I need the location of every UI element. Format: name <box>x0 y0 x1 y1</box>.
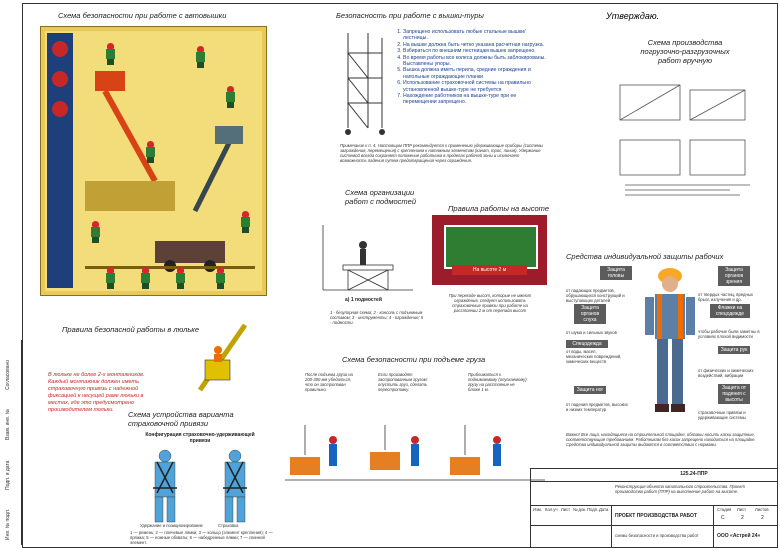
ppe-item-title: Спецодежда <box>566 340 608 348</box>
ppe-item-title: Защита головы <box>600 266 632 280</box>
tower-rules-list: Запрещено использовать любые стальные вы… <box>393 29 548 106</box>
tower-rule: На вышке должна быть четко указана расче… <box>403 42 548 48</box>
ppe-note: Важно! Все лица, находящиеся на строител… <box>566 432 756 447</box>
height-rules-title: Правила работы на высоте <box>448 204 550 213</box>
height-rules-text: При переходе высот, которые не имеют огр… <box>448 293 532 313</box>
lifting-step: Приближаться к поднимаемому (опускаемому… <box>468 372 527 392</box>
tower-note: Примечание к п. 4. Настоящим ППР рекомен… <box>340 143 543 163</box>
height-rules-illustration: На высоте 2 м <box>432 215 547 285</box>
ppe-item-title: Флажки на спецодежде <box>710 304 750 318</box>
doc-title: ПРОЕКТ ПРОИЗВОДСТВА РАБОТ <box>615 513 698 519</box>
autotower-illustration <box>47 33 255 288</box>
ppe-title: Средства индивидуальной защиты рабочих <box>566 252 724 261</box>
ppe-item-text: от шума и сильных звуков <box>566 330 617 335</box>
title-block-col: Кол.уч <box>545 507 558 512</box>
ppe-item-text: страховочные привязи и удерживающие сист… <box>698 410 746 420</box>
scaffold-legend: 1 - безупорная схема; 2 - консоль с подъ… <box>330 310 424 325</box>
ppe-item-title: Защита ног <box>574 386 606 394</box>
drawing-frame <box>22 3 778 548</box>
cradle-text: В люльке не более 2-х монтажников. Кажды… <box>48 372 145 413</box>
title-block: 125.24-ППР Реконструкция объекта капитал… <box>530 468 778 548</box>
harness-title: Схема устройства варианта страховочной п… <box>128 410 234 428</box>
doc-code: 125.24-ППР <box>680 471 708 477</box>
harness-fig-label: Страховка <box>218 523 239 528</box>
autotower-poster <box>40 26 267 296</box>
height-banner: На высоте 2 м <box>452 265 527 275</box>
title-block-col: Изм. <box>533 507 542 512</box>
tower-rule: Запрещено использовать любые стальные вы… <box>403 29 548 42</box>
harness-fig-label: Удержание и позиционирование <box>140 523 203 528</box>
autotower-title: Схема безопасности при работе с автовышк… <box>58 11 227 20</box>
ppe-worker-figure <box>645 268 695 412</box>
scaffold-illustration <box>322 225 413 291</box>
ppe-item-text: от твердых частиц, вредных брызг, излуче… <box>698 292 753 302</box>
approval-label: Утверждаю. <box>606 11 660 21</box>
side-stamp-label: Инв. № подл. <box>5 508 11 540</box>
company-name: ООО «Астрей 24» <box>717 533 761 539</box>
ppe-item-title: Защита рук <box>718 346 750 354</box>
side-stamp: Инв. № подл. Подп. и дата Взам. инв. № С… <box>1 340 22 545</box>
ppe-item-title: Защита органов зрения <box>718 266 750 286</box>
cradle-illustration <box>197 323 248 392</box>
side-stamp-label: Согласовано <box>5 359 11 390</box>
tower-rule: Во время работы все колеса должны быть з… <box>403 55 548 68</box>
doc-description: Реконструкция объекта капитального строи… <box>615 484 745 494</box>
loading-title: Схема производства погрузочно-разгрузочн… <box>640 38 730 65</box>
title-block-col: Лист <box>561 507 571 512</box>
side-stamp-label: Подп. и дата <box>5 460 11 490</box>
sheet-name: схемы безопасности и производства работ <box>615 533 699 538</box>
title-block-col: № док. <box>573 507 587 512</box>
scaffold-caption: а) 1 подмостей <box>345 297 382 303</box>
ppe-item-text: от падения предметов, высоких и низких т… <box>566 402 628 412</box>
harness-illustration <box>153 449 247 523</box>
side-stamp-label: Взам. инв. № <box>5 409 11 440</box>
sheet-label: Лист <box>737 507 747 512</box>
tower-rule: Использование страховочной системы на пр… <box>403 80 548 93</box>
harness-heading: Конфигурация страховочно-удерживающей пр… <box>145 432 255 444</box>
ppe-item-title: Защита от падения с высоты <box>718 384 750 404</box>
lifting-step: После подъема груза на 200-300 мм убедит… <box>305 372 353 392</box>
ppe-item-text: чтобы рабочие были заметны в условиях пл… <box>698 329 760 339</box>
sheet-value: 2 <box>741 515 744 521</box>
sheets-label: Листов <box>755 507 769 512</box>
title-block-col: Дата <box>599 507 609 512</box>
ppe-item-text: от физических и химических воздействий, … <box>698 368 754 378</box>
tower-rule: Вышка должна иметь перила, средние ограж… <box>403 67 548 80</box>
ppe-item-text: от воды, масел, механических повреждений… <box>566 349 622 364</box>
ppe-item-title: Защита органов слуха <box>574 304 606 324</box>
scaffold-title: Схема организации работ с подмостей <box>345 188 416 206</box>
lifting-illustration <box>285 425 545 481</box>
stage-label: Стадия <box>717 507 732 512</box>
harness-legend: 1 — ремень; 2 — плечевые лямки; 3 — коль… <box>130 530 273 545</box>
tower-rule: Взбираться по внешним лестницам вышек за… <box>403 48 548 54</box>
tower-rule: Нахождение работников на вышке-туре при … <box>403 93 548 106</box>
ppe-item-text: от падающих предметов, обрушающихся конс… <box>566 288 625 303</box>
cradle-title: Правила безопасной работы в люльке <box>62 325 199 334</box>
stage-value: С <box>721 515 725 521</box>
title-block-col: Подп. <box>587 507 599 512</box>
tower-title: Безопасность при работе с вышки-туры <box>336 11 484 20</box>
tower-illustration <box>345 33 385 135</box>
lifting-title: Схема безопасности при подъеме груза <box>342 355 486 364</box>
loading-illustration <box>619 84 750 196</box>
sheets-value: 2 <box>761 515 764 521</box>
lifting-step: Если производят застропованным грузом: о… <box>378 372 428 392</box>
